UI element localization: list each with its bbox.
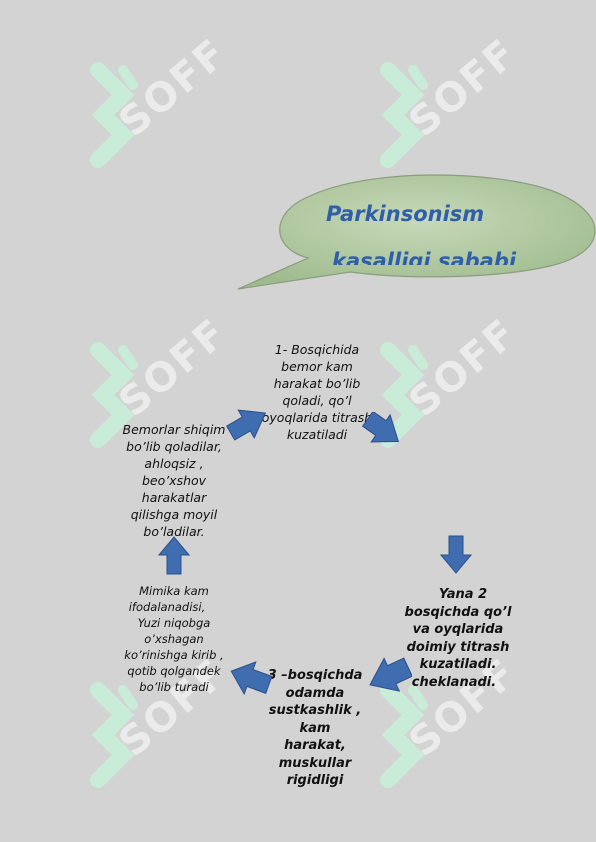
soff-logo-icon [90, 62, 138, 168]
soff-logo-icon [380, 62, 428, 168]
stage-4-line: Mimika kam [139, 584, 209, 598]
arrow-stage4-to-stage5 [158, 536, 190, 575]
arrow-stage1-to-stage2 [362, 412, 400, 443]
soff-logo-icon [90, 682, 138, 788]
stage-5-line: Bemorlar shiqim [122, 422, 226, 437]
stage-1-line: kuzatiladi [286, 427, 348, 442]
stage-5-line: bo’lib qoladilar, [126, 439, 222, 454]
stage-1-text: 1- Bosqichida bemor kam harakat bo’lib q… [258, 341, 376, 443]
stage-4-line: ifodalanadisi, [128, 600, 206, 614]
watermark-text: SOFF [400, 30, 527, 146]
bubble-title-line2: kasalligi sababi [332, 249, 517, 265]
stage-3-line: 3 –bosqichda [267, 668, 363, 683]
stage-4-line: qotib qolgandek [127, 664, 221, 678]
stage-1-line: bemor kam [281, 359, 353, 374]
stage-3-line: harakat, [284, 738, 346, 753]
stage-3-line: odamda [285, 685, 345, 701]
stage-2-line: bosqichda qo’l [404, 604, 512, 620]
stage-2-line: va oyqlarida [412, 622, 504, 637]
arrow-stage2-to-stage3 [369, 657, 412, 692]
stage-5-line: beo’xshov [141, 473, 207, 488]
stage-1-line: qoladi, qo’l [282, 393, 352, 408]
arrow-stage5-to-stage1 [226, 409, 267, 441]
stage-3-text: 3 –bosqichda odamda sustkashlik , kam ha… [254, 667, 376, 790]
stage-3-line: muskullar [278, 755, 352, 771]
watermark-text: SOFF [110, 30, 237, 146]
stage-5-line: harakatlar [141, 490, 207, 505]
watermark-text: SOFF [110, 310, 237, 426]
stage-4-line: Yuzi niqobga [137, 616, 211, 630]
arrow-down-to-stage2 [440, 535, 472, 574]
bubble-title-clip: kasalligi sababi [300, 245, 560, 265]
stage-4-text: Mimika kam ifodalanadisi, Yuzi niqobga o… [110, 583, 238, 695]
arrow-stage3-to-stage4 [230, 661, 272, 696]
stage-2-line: cheklanadi. [411, 674, 497, 690]
stage-2-text: Yana 2 bosqichda qo’l va oyqlarida doimi… [398, 586, 518, 691]
stage-4-line: ko’rinishga kirib , [124, 648, 224, 662]
stage-2-line: Yana 2 [438, 587, 488, 602]
stage-2-line: doimiy titrash [406, 639, 510, 655]
stage-3-line: sustkashlik , kam [268, 703, 362, 736]
stage-5-line: ahloqsiz , [144, 456, 204, 471]
stage-1-line: harakat bo’lib [273, 376, 361, 391]
title-speech-bubble [237, 174, 596, 290]
stage-5-text: Bemorlar shiqim bo’lib qoladilar, ahloqs… [112, 421, 236, 540]
stage-3-line: rigidligi [286, 773, 344, 788]
soff-logo-icon [380, 682, 428, 788]
stage-4-line: bo’lib turadi [139, 680, 209, 694]
stage-1-line: 1- Bosqichida [274, 342, 360, 357]
stage-5-line: qilishga moyil [130, 507, 218, 522]
bubble-title-line1: Parkinsonism [326, 202, 485, 226]
stage-5-line: bo’ladilar. [143, 524, 205, 539]
stage-2-line: kuzatiladi. [419, 657, 497, 672]
stage-1-line: oyoqlarida titrash [261, 410, 373, 425]
stage-4-line: o’xshagan [144, 632, 204, 646]
watermark-text: SOFF [400, 310, 527, 426]
